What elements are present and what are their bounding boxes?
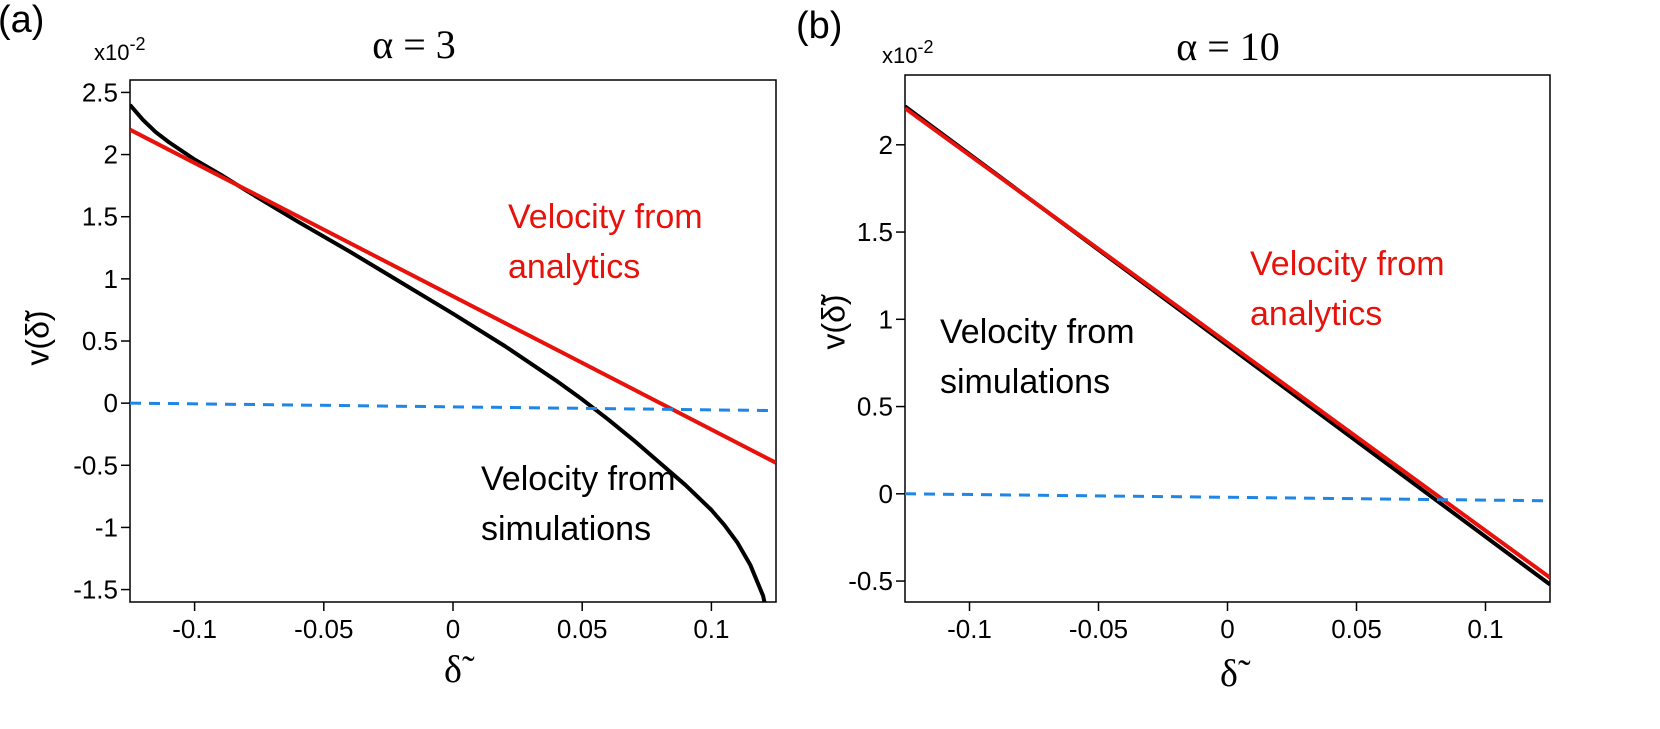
x-axis-label: δ̃ (1220, 653, 1251, 695)
zero-reference-line (130, 401, 776, 413)
y-tick-label: 0.5 (82, 326, 118, 356)
annotation-text: simulations (940, 363, 1110, 401)
y-tick-label: -1.5 (73, 575, 118, 605)
y-axis-label: v(δ̃) (815, 294, 851, 349)
y-tick-label: 0.5 (857, 392, 893, 422)
axis-multiplier-base: x10 (882, 43, 917, 68)
x-tick-label: -0.05 (1069, 614, 1128, 644)
x-tick-label: 0.05 (1331, 614, 1382, 644)
y-tick-label: 1 (104, 264, 118, 294)
y-tick-label: 1 (879, 304, 893, 334)
axis-multiplier-exponent: -2 (917, 37, 933, 57)
simulation-velocity-line (130, 103, 767, 602)
annotation-text: analytics (508, 248, 640, 286)
axis-multiplier-exponent: -2 (129, 34, 145, 54)
series-group (905, 104, 1550, 587)
x-tick-label: -0.05 (294, 614, 353, 644)
y-tick-label: 2 (104, 140, 118, 170)
analytic-velocity-line (130, 127, 776, 465)
series-group (130, 103, 776, 602)
axis-multiplier: x10-2 (882, 37, 934, 68)
x-tick-label: 0 (446, 614, 460, 644)
plot-frame (129, 79, 777, 603)
y-tick-label: 0 (104, 388, 118, 418)
chart-title: α = 10 (1176, 24, 1280, 69)
y-tick-label: -0.5 (73, 450, 118, 480)
y-tick-label: 1.5 (82, 202, 118, 232)
y-axis-label: v(δ̃) (19, 310, 55, 365)
x-tick-label: 0.1 (1467, 614, 1503, 644)
chart-title: α = 3 (372, 22, 456, 67)
x-tick-label: 0.1 (693, 614, 729, 644)
annotation-text: Velocity from (508, 198, 703, 236)
axis-multiplier: x10-2 (94, 34, 146, 65)
y-tick-label: 2.5 (82, 77, 118, 107)
annotation-text: analytics (1250, 295, 1382, 333)
x-tick-label: -0.1 (947, 614, 992, 644)
x-axis-label: δ̃ (444, 649, 475, 691)
y-tick-label: -1 (95, 512, 118, 542)
x-tick-label: 0 (1220, 614, 1234, 644)
axis-multiplier-base: x10 (94, 40, 129, 65)
annotation-text: simulations (481, 510, 651, 548)
x-tick-label: 0.05 (557, 614, 608, 644)
x-tick-label: -0.1 (172, 614, 217, 644)
panel-label: (b) (796, 5, 842, 47)
y-tick-label: -0.5 (848, 566, 893, 596)
annotation-text: Velocity from (1250, 245, 1445, 283)
y-tick-label: 2 (879, 130, 893, 160)
y-tick-label: 1.5 (857, 217, 893, 247)
annotation-text: Velocity from (940, 313, 1135, 351)
annotation-text: Velocity from (481, 460, 676, 498)
zero-reference-line (905, 492, 1550, 503)
panel-label: (a) (0, 0, 44, 41)
y-tick-label: 0 (879, 479, 893, 509)
